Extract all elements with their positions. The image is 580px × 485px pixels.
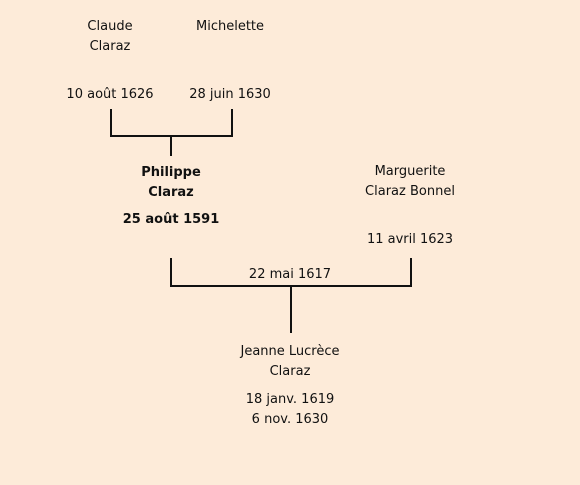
child-death-date: 6 nov. 1630 [251, 412, 329, 427]
subject-date: 25 août 1591 [122, 212, 220, 227]
spouse-surname: Claraz Bonnel [365, 184, 455, 199]
spouse-date: 11 avril 1623 [366, 232, 454, 247]
parents-connector [110, 109, 233, 156]
father-given-name: Claude [87, 19, 133, 34]
subject-given-name: Philippe [141, 165, 201, 180]
spouse-given-name: Marguerite [374, 164, 446, 179]
mother-name: Michelette [195, 19, 265, 34]
child-surname: Claraz [269, 364, 311, 379]
child-given-name: Jeanne Lucrèce [240, 344, 340, 359]
child-name: Jeanne Lucrèce Claraz [240, 342, 339, 382]
subject-surname: Claraz [148, 185, 194, 200]
marriage-connector [170, 258, 412, 333]
subject-name: Philippe Claraz [141, 163, 201, 203]
child-dates: 18 janv. 1619 6 nov. 1630 [246, 390, 335, 430]
father-surname: Claraz [89, 39, 131, 54]
marriage-date: 22 mai 1617 [248, 267, 332, 282]
child-birth-date: 18 janv. 1619 [245, 392, 335, 407]
father-name: Claude Claraz [87, 17, 132, 57]
spouse-name: Marguerite Claraz Bonnel [365, 162, 455, 202]
father-date: 10 août 1626 [66, 87, 154, 102]
mother-date: 28 juin 1630 [189, 87, 271, 102]
